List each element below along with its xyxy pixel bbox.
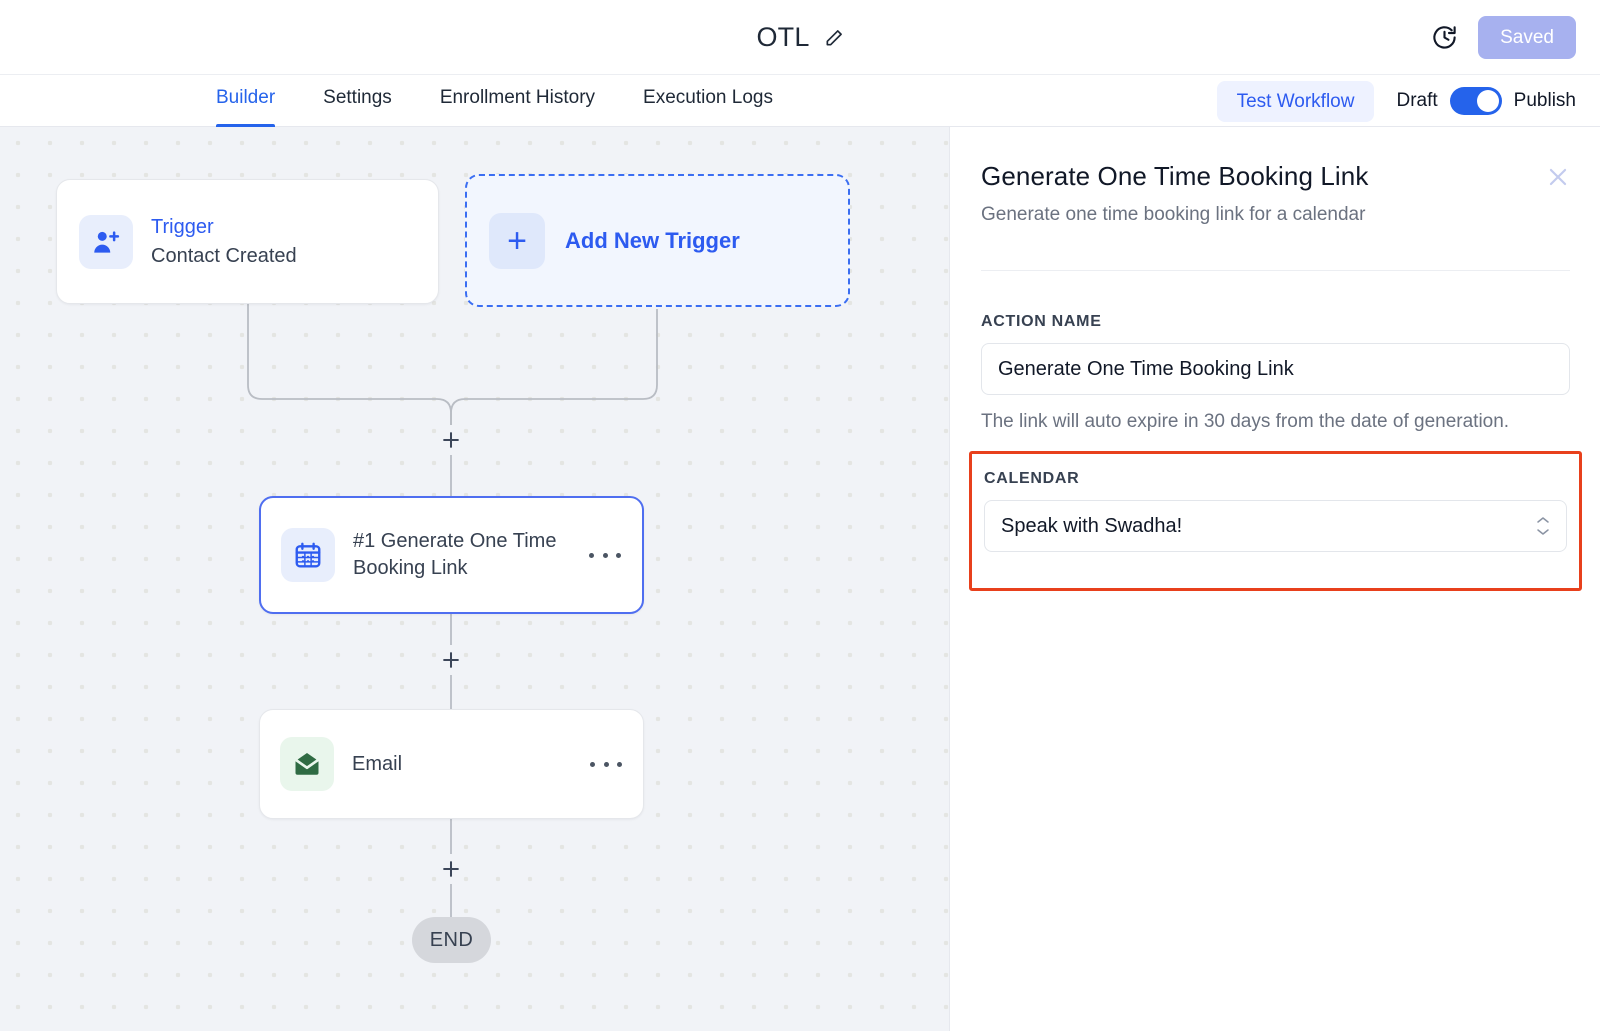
tab-execution-logs[interactable]: Execution Logs [643, 75, 773, 127]
publish-toggle-group: Draft Publish [1396, 87, 1576, 115]
plus-glyph: + [507, 221, 527, 260]
publish-label: Publish [1513, 90, 1576, 111]
top-bar: OTL Saved [0, 0, 1600, 75]
workflow-title-group: OTL [0, 0, 1600, 75]
plus-icon: + [489, 212, 545, 269]
panel-divider [981, 270, 1570, 271]
calendar-select-input[interactable] [984, 500, 1567, 552]
top-bar-actions: Saved [1431, 0, 1576, 75]
publish-toggle[interactable] [1449, 87, 1502, 115]
action-node-generate-booking-link[interactable]: #1 Generate One Time Booking Link [259, 496, 644, 614]
history-clock-icon[interactable] [1431, 24, 1458, 51]
page-title: OTL [756, 22, 810, 52]
tab-enrollment-history[interactable]: Enrollment History [440, 75, 595, 127]
workflow-canvas[interactable]: Trigger Contact Created + Add New Trigge… [0, 127, 950, 1031]
calendar-label: CALENDAR [984, 470, 1080, 487]
tab-bar-actions: Test Workflow Draft Publish [1216, 75, 1576, 127]
action-name-input[interactable] [981, 343, 1570, 395]
trigger-node-subtitle: Contact Created [151, 244, 297, 267]
test-workflow-button[interactable]: Test Workflow [1216, 80, 1375, 122]
tab-bar: Builder Settings Enrollment History Exec… [0, 75, 1600, 127]
calendar-icon [281, 528, 335, 582]
trigger-node-text: Trigger Contact Created [151, 213, 416, 271]
trigger-node-kicker: Trigger [151, 215, 214, 238]
saved-button[interactable]: Saved [1478, 16, 1576, 59]
tab-settings[interactable]: Settings [323, 75, 392, 127]
envelope-icon [280, 737, 334, 791]
panel-body: ACTION NAME The link will auto expire in… [951, 271, 1600, 591]
email-node-text: Email [352, 751, 589, 778]
add-step-button-1[interactable] [436, 425, 466, 455]
calendar-field-highlight: CALENDAR [969, 451, 1582, 591]
close-x-icon[interactable] [1542, 161, 1574, 193]
draft-label: Draft [1396, 90, 1438, 111]
action-name-label: ACTION NAME [981, 313, 1102, 330]
add-new-trigger-label: Add New Trigger [565, 227, 740, 253]
action-help-text: The link will auto expire in 30 days fro… [981, 411, 1510, 432]
tab-list: Builder Settings Enrollment History Exec… [216, 75, 821, 127]
ellipsis-icon[interactable] [588, 543, 622, 567]
ellipsis-icon[interactable] [589, 752, 623, 776]
panel-header: Generate One Time Booking Link Generate … [951, 127, 1600, 271]
toggle-knob [1476, 90, 1499, 112]
end-node: END [412, 917, 491, 963]
action-settings-panel: Generate One Time Booking Link Generate … [951, 127, 1600, 1031]
user-plus-icon [79, 214, 133, 269]
add-step-button-2[interactable] [436, 645, 466, 675]
add-step-button-3[interactable] [436, 854, 466, 884]
action-node-text: #1 Generate One Time Booking Link [353, 528, 588, 581]
email-node-title: Email [352, 752, 403, 775]
flow-graph: Trigger Contact Created + Add New Trigge… [0, 127, 949, 1031]
add-new-trigger-button[interactable]: + Add New Trigger [465, 174, 850, 307]
panel-title: Generate One Time Booking Link [981, 161, 1369, 191]
trigger-node[interactable]: Trigger Contact Created [56, 179, 439, 304]
action-node-title: #1 Generate One Time Booking Link [353, 530, 557, 579]
pencil-icon[interactable] [824, 28, 844, 48]
action-node-email[interactable]: Email [259, 709, 644, 819]
panel-subtitle: Generate one time booking link for a cal… [981, 204, 1366, 225]
calendar-select-wrap [984, 500, 1567, 552]
tab-builder[interactable]: Builder [216, 75, 276, 127]
